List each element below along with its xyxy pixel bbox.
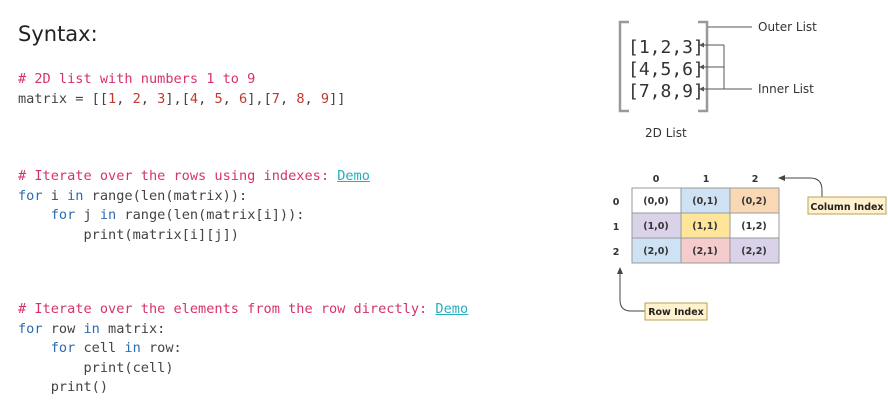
grid-cell-2-1 — [680, 237, 731, 264]
grid-cell-label: (0,1) — [692, 196, 718, 207]
grid-cell-label: (2,0) — [643, 246, 669, 257]
row-index-label: Row Index — [648, 307, 704, 318]
column-index-arrow — [784, 177, 823, 197]
col-header: 0 — [653, 174, 660, 185]
grid-cell-label: (1,1) — [692, 221, 718, 232]
code-comment: # Iterate over the elements from the row… — [18, 301, 436, 317]
figure-caption: 2D List — [645, 126, 687, 140]
grid-cell-0-2 — [729, 187, 780, 214]
grid-cell-1-1 — [680, 212, 731, 239]
row-header: 0 — [613, 197, 620, 208]
grid-cell-label: (1,2) — [741, 221, 767, 232]
grid-cell-label: (2,1) — [692, 246, 718, 257]
outer-bracket-left — [618, 20, 629, 113]
row-index-arrowhead — [617, 267, 623, 274]
arrowhead-row3 — [699, 86, 704, 92]
arrowhead-row1 — [699, 42, 704, 48]
col-header: 1 — [703, 174, 710, 185]
grid-cell-label: (1,0) — [643, 221, 669, 232]
grid-cell-2-2 — [729, 237, 780, 264]
col-header: 2 — [752, 174, 759, 185]
code-comment: # 2D list with numbers 1 to 9 — [18, 71, 256, 87]
grid-cell-label: (0,2) — [741, 196, 767, 207]
arrowhead-row2 — [699, 64, 704, 70]
row-index-label-box — [644, 302, 708, 321]
grid-cell-label: (0,0) — [643, 196, 669, 207]
list-row-2: [4,5,6] — [628, 59, 704, 80]
grid-cell-label: (2,2) — [741, 246, 767, 257]
list-row-1: [1,2,3] — [628, 37, 704, 58]
code-block-index-loop: # Iterate over the rows using indexes: D… — [18, 168, 370, 243]
code-block-create: # 2D list with numbers 1 to 9 matrix = [… — [18, 71, 346, 107]
outer-bracket-right — [698, 20, 709, 113]
code-block-element-loop: # Iterate over the elements from the row… — [18, 301, 469, 395]
index-grid: 0 1 2 0 1 2 (0,0) (0,1) (0,2) (1,0) (1,1… — [613, 174, 887, 321]
grid-cell-2-0 — [631, 237, 682, 264]
grid-cell-0-0 — [631, 187, 682, 214]
outer-list-label: Outer List — [758, 20, 817, 34]
inner-list-label: Inner List — [758, 82, 814, 96]
demo-link-element-loop[interactable]: Demo — [435, 301, 469, 317]
column-index-arrowhead — [778, 175, 785, 181]
code-comment: # Iterate over the rows using indexes: — [18, 168, 338, 184]
column-index-label: Column Index — [810, 202, 883, 213]
column-index-label-box — [807, 196, 887, 215]
row-header: 2 — [613, 247, 620, 258]
page-title: Syntax: — [18, 22, 98, 46]
row-header: 1 — [613, 222, 620, 233]
demo-link-index-loop[interactable]: Demo — [337, 168, 370, 184]
grid-cell-1-0 — [631, 212, 682, 239]
grid-cell-1-2 — [729, 212, 780, 239]
grid-cell-0-1 — [680, 187, 731, 214]
row-index-arrow — [619, 273, 645, 312]
list-row-3: [7,8,9] — [628, 81, 704, 102]
